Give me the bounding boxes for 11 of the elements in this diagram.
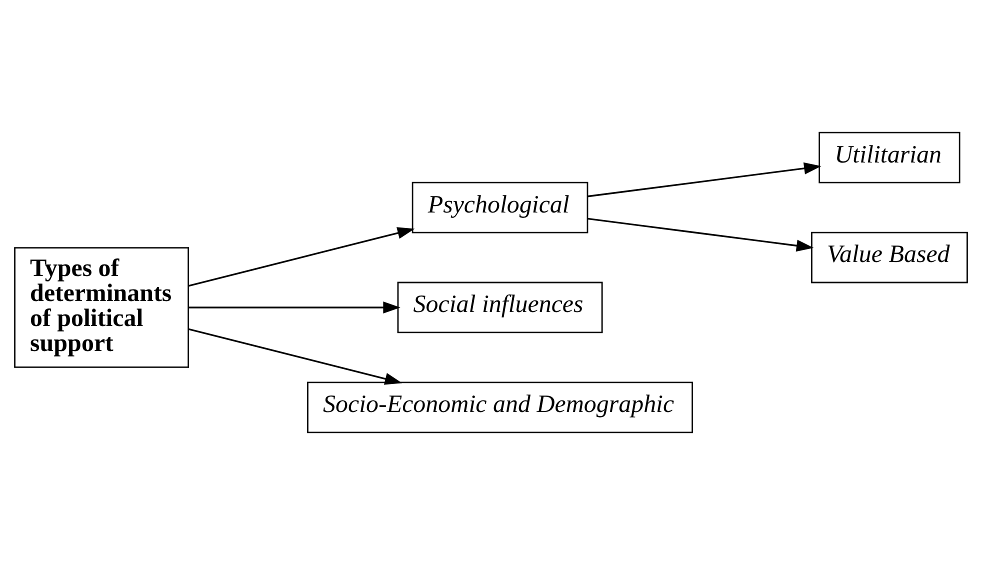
arrow — [588, 162, 822, 198]
node-box: Social influences — [397, 282, 603, 334]
node-box: Utilitarian — [818, 132, 960, 184]
arrow — [188, 328, 402, 385]
node-box: Value Based — [811, 232, 968, 284]
node-box: Types of determinants of political support — [14, 247, 190, 368]
arrow — [588, 218, 814, 252]
node-box: Psychological — [412, 182, 588, 234]
node-box: Socio-Economic and Demographic — [307, 382, 694, 434]
arrow — [188, 227, 415, 287]
arrow — [188, 301, 400, 314]
